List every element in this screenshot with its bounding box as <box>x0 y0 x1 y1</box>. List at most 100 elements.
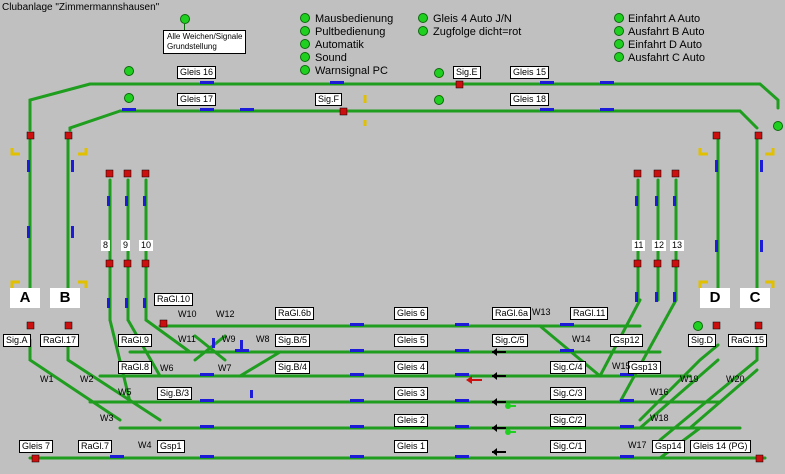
siding-label-8: 8 <box>101 240 111 251</box>
zone-label-d: D <box>700 288 730 308</box>
switch-label-w16[interactable]: W16 <box>650 387 669 397</box>
track-loop-left-top[interactable] <box>28 82 92 132</box>
signal-lamp-icon[interactable] <box>124 66 134 76</box>
switch-w18-route[interactable] <box>638 358 720 430</box>
switch-w7-route[interactable] <box>238 350 282 378</box>
switch-label-w3[interactable]: W3 <box>100 413 114 423</box>
switch-label-w13[interactable]: W13 <box>532 307 551 317</box>
option-lamp-icon[interactable] <box>300 26 310 36</box>
signal-label-ragl-15[interactable]: RaGl.15 <box>728 334 768 347</box>
option-einfahrt-d[interactable]: Einfahrt D Auto <box>628 39 702 51</box>
signal-label-ragl-11[interactable]: RaGl.11 <box>570 307 609 320</box>
switch-label-w18[interactable]: W18 <box>650 413 669 423</box>
option-lamp-icon[interactable] <box>614 52 624 62</box>
signal-label-ragl-6a[interactable]: RaGl.6a <box>492 307 532 320</box>
track-label-gleis-17: Gleis 17 <box>177 93 217 106</box>
switch-label-w10[interactable]: W10 <box>178 309 197 319</box>
signal-label-sig-b3[interactable]: Sig.B/3 <box>157 387 193 400</box>
track-gleis-16-15[interactable] <box>88 82 780 110</box>
siding-label-10: 10 <box>139 240 154 251</box>
option-pultbedienung[interactable]: Pultbedienung <box>315 26 386 38</box>
signal-label-ragl-7[interactable]: RaGl.7 <box>78 440 113 453</box>
signal-label-ragl-9[interactable]: RaGl.9 <box>118 334 153 347</box>
siding-label-13: 13 <box>670 240 685 251</box>
option-lamp-icon[interactable] <box>418 13 428 23</box>
track-right-d-lower[interactable] <box>638 343 720 422</box>
signal-label-gsp14[interactable]: Gsp14 <box>652 440 685 453</box>
signal-label-gsp1[interactable]: Gsp1 <box>157 440 185 453</box>
switch-label-w14[interactable]: W14 <box>572 334 591 344</box>
signal-label-ragl-6b[interactable]: RaGl.6b <box>275 307 315 320</box>
switch-label-w6[interactable]: W6 <box>160 363 174 373</box>
signal-label-sig-f[interactable]: Sig.F <box>315 93 343 106</box>
signal-lamp-icon[interactable] <box>773 121 783 131</box>
option-ausfahrt-b[interactable]: Ausfahrt B Auto <box>628 26 705 38</box>
track-label-gleis-1: Gleis 1 <box>394 440 429 453</box>
switch-label-w20[interactable]: W20 <box>726 374 745 384</box>
switch-w9-route[interactable] <box>193 334 227 362</box>
option-automatik[interactable]: Automatik <box>315 39 364 51</box>
option-gleis4-auto[interactable]: Gleis 4 Auto J/N <box>433 13 512 25</box>
siding-label-12: 12 <box>652 240 667 251</box>
signal-lamp-icon[interactable] <box>124 93 134 103</box>
switch-w6-route[interactable] <box>126 318 162 378</box>
zone-label-b: B <box>50 288 80 308</box>
option-zugfolge-dicht[interactable]: Zugfolge dicht=rot <box>433 26 522 38</box>
switch-label-w15[interactable]: W15 <box>612 361 631 371</box>
option-lamp-icon[interactable] <box>300 52 310 62</box>
signal-label-sig-a[interactable]: Sig.A <box>3 334 31 347</box>
option-warnsignal-pc[interactable]: Warnsignal PC <box>315 65 388 77</box>
signal-label-sig-d[interactable]: Sig.D <box>688 334 717 347</box>
track-label-gleis-5: Gleis 5 <box>394 334 429 347</box>
switch-label-w11[interactable]: W11 <box>178 334 196 344</box>
track-label-gleis-15: Gleis 15 <box>510 66 550 79</box>
switch-w10-route[interactable] <box>144 318 192 354</box>
option-ausfahrt-c[interactable]: Ausfahrt C Auto <box>628 52 706 64</box>
switch-label-w4[interactable]: W4 <box>138 440 152 450</box>
switch-w16-route[interactable] <box>618 298 678 404</box>
option-lamp-icon[interactable] <box>418 26 428 36</box>
signal-label-gsp13[interactable]: Gsp13 <box>628 361 661 374</box>
switch-label-w7[interactable]: W7 <box>218 363 232 373</box>
signal-lamp-icon[interactable] <box>434 95 444 105</box>
switch-label-w8[interactable]: W8 <box>256 334 270 344</box>
switch-label-w2[interactable]: W2 <box>80 374 94 384</box>
option-lamp-icon[interactable] <box>300 39 310 49</box>
signal-lamp-icon[interactable] <box>434 68 444 78</box>
signal-label-sig-c3[interactable]: Sig.C/3 <box>550 387 586 400</box>
signal-label-ragl-17[interactable]: RaGl.17 <box>40 334 80 347</box>
track-gleis-17-18[interactable] <box>118 109 759 130</box>
track-label-gleis-16: Gleis 16 <box>177 66 217 79</box>
option-lamp-icon[interactable] <box>614 26 624 36</box>
switch-label-w1[interactable]: W1 <box>40 374 54 384</box>
switch-label-w9[interactable]: W9 <box>222 334 236 344</box>
signal-label-sig-c1[interactable]: Sig.C/1 <box>550 440 586 453</box>
signal-label-sig-c5[interactable]: Sig.C/5 <box>492 334 528 347</box>
switch-label-w17[interactable]: W17 <box>628 440 647 450</box>
signal-label-sig-e[interactable]: Sig.E <box>453 66 481 79</box>
signal-label-ragl-10[interactable]: RaGl.10 <box>154 293 194 306</box>
option-mausbedienung[interactable]: Mausbedienung <box>315 13 394 25</box>
signal-label-sig-b4[interactable]: Sig.B/4 <box>275 361 311 374</box>
option-einfahrt-a[interactable]: Einfahrt A Auto <box>628 13 701 25</box>
option-lamp-icon[interactable] <box>614 13 624 23</box>
option-sound[interactable]: Sound <box>315 52 347 64</box>
option-lamp-icon[interactable] <box>300 65 310 75</box>
option-lamp-icon[interactable] <box>614 39 624 49</box>
switch-label-w12[interactable]: W12 <box>216 309 235 319</box>
option-lamp-icon[interactable] <box>300 13 310 23</box>
zone-label-a: A <box>10 288 40 308</box>
switch-label-w19[interactable]: W19 <box>680 374 699 384</box>
track-loop-left-inner[interactable] <box>68 109 122 132</box>
signal-label-sig-b5[interactable]: Sig.B/5 <box>275 334 311 347</box>
signal-label-sig-c2[interactable]: Sig.C/2 <box>550 414 586 427</box>
signal-lamp-icon[interactable] <box>693 321 703 331</box>
signal-label-sig-c4[interactable]: Sig.C/4 <box>550 361 586 374</box>
switch-w20-route[interactable] <box>688 368 759 430</box>
switch-label-w5[interactable]: W5 <box>118 387 132 397</box>
signal-label-gsp12[interactable]: Gsp12 <box>610 334 643 347</box>
signal-label-ragl-8[interactable]: RaGl.8 <box>118 361 153 374</box>
track-right-c-lower[interactable] <box>658 343 759 442</box>
reset-all-button[interactable]: Alle Weichen/Signale Grundstellung <box>163 30 247 54</box>
